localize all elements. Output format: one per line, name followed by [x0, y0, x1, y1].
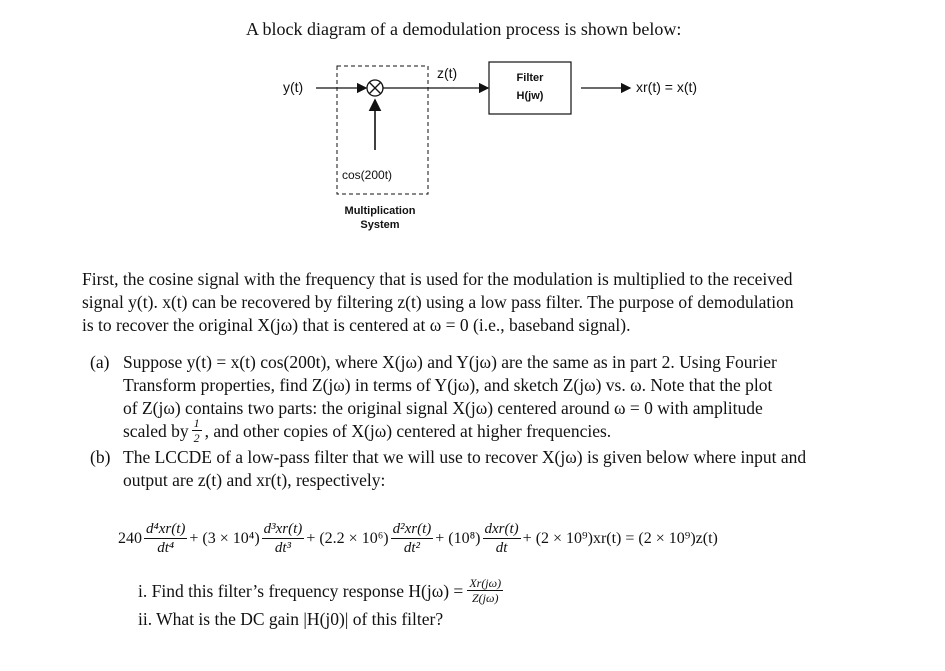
part-b-line-2: output are z(t) and xr(t), respectively:	[123, 470, 386, 490]
mult-system-label-line2: System	[360, 219, 400, 231]
filter-label-line1: Filter	[516, 72, 544, 84]
lccde-equation: 240 d⁴xr(t) dt⁴ + (3 × 10⁴) d³xr(t) dt³ …	[118, 520, 718, 557]
part-a-label: (a)	[90, 352, 110, 372]
eq-coef-2.2e6: + (2.2 × 10⁶)	[306, 529, 389, 547]
eq-d2-num: d²xr(t)	[390, 521, 434, 539]
eq-rest: + (2 × 10⁹)xr(t) = (2 × 10⁹)z(t)	[522, 529, 718, 547]
question-ii: ii. What is the DC gain |H(j0)| of this …	[138, 609, 444, 629]
mult-system-label-line1: Multiplication	[344, 205, 416, 217]
half-denominator: 2	[193, 431, 200, 445]
eq-d4-num: d⁴xr(t)	[144, 521, 188, 539]
multiplication-system-box	[336, 65, 429, 195]
h-denominator: Z(jω)	[471, 591, 499, 605]
paragraph-line-1: First, the cosine signal with the freque…	[82, 269, 793, 289]
eq-d1-den: dt	[495, 540, 508, 556]
intro-text: A block diagram of a demodulation proces…	[246, 19, 682, 39]
eq-d3-fraction: d³xr(t) dt³	[261, 520, 305, 557]
block-diagram	[316, 61, 632, 195]
multiplier-symbol	[366, 79, 384, 97]
eq-d1-num: dxr(t)	[482, 521, 521, 539]
filter-box	[488, 61, 572, 115]
part-a-line-4: scaled by 1 2 , and other copies of X(jω…	[123, 416, 611, 445]
input-label: y(t)	[283, 79, 304, 95]
eq-coef-3e4: + (3 × 10⁴)	[189, 529, 260, 547]
eq-d2-fraction: d²xr(t) dt²	[390, 520, 434, 557]
eq-d4-fraction: d⁴xr(t) dt⁴	[144, 520, 188, 557]
part-a-line-1: Suppose y(t) = x(t) cos(200t), where X(j…	[123, 352, 777, 372]
part-a-line-2: Transform properties, find Z(jω) in term…	[123, 375, 773, 395]
part-a-line-4-pre: scaled by	[123, 420, 189, 441]
h-numerator: Xr(jω)	[467, 576, 504, 591]
paragraph-line-2: signal y(t). x(t) can be recovered by fi…	[82, 292, 794, 312]
eq-d3-num: d³xr(t)	[261, 521, 305, 539]
eq-coef-240: 240	[118, 529, 142, 547]
cos-label: cos(200t)	[342, 168, 393, 182]
eq-coef-1e8: + (10⁸)	[435, 529, 481, 547]
half-fraction: 1 2	[191, 416, 202, 445]
paragraph-line-3: is to recover the original X(jω) that is…	[82, 315, 631, 335]
h-fraction: Xr(jω) Z(jω)	[467, 576, 504, 605]
part-b-line-1: The LCCDE of a low-pass filter that we w…	[123, 447, 807, 467]
eq-d2-den: dt²	[403, 540, 420, 556]
half-numerator: 1	[191, 416, 202, 431]
output-label: xr(t) = x(t)	[636, 79, 698, 95]
eq-d3-den: dt³	[274, 540, 292, 556]
eq-d1-fraction: dxr(t) dt	[482, 520, 521, 557]
z-label: z(t)	[437, 65, 458, 81]
part-a-line-3: of Z(jω) contains two parts: the origina…	[123, 398, 763, 418]
part-b-label: (b)	[90, 447, 111, 467]
part-a-line-4-post: , and other copies of X(jω) centered at …	[204, 420, 612, 441]
question-i-text: i. Find this filter’s frequency response…	[138, 580, 464, 601]
question-i: i. Find this filter’s frequency response…	[138, 576, 505, 605]
eq-d4-den: dt⁴	[157, 540, 175, 556]
filter-label-line2: H(jw)	[516, 90, 544, 102]
